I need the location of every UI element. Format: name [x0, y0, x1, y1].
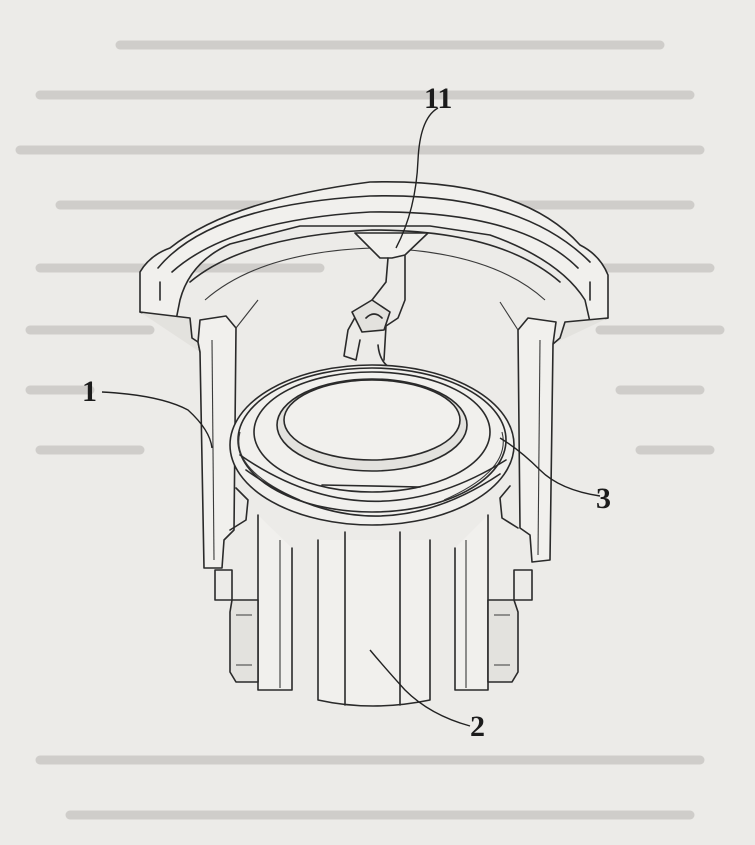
leader-11 — [395, 107, 439, 249]
valve-part-11 — [343, 232, 429, 373]
leader-1 — [101, 391, 213, 449]
label-11: 11 — [424, 82, 453, 115]
leader-lines — [101, 107, 601, 727]
label-3: 3 — [596, 482, 611, 515]
leader-2 — [369, 649, 471, 727]
label-2: 2 — [470, 710, 485, 743]
housing-part-1 — [139, 180, 609, 569]
ring-part-3 — [229, 364, 515, 526]
label-1: 1 — [82, 375, 97, 408]
body-part-2 — [214, 485, 533, 707]
leader-3 — [499, 437, 601, 497]
